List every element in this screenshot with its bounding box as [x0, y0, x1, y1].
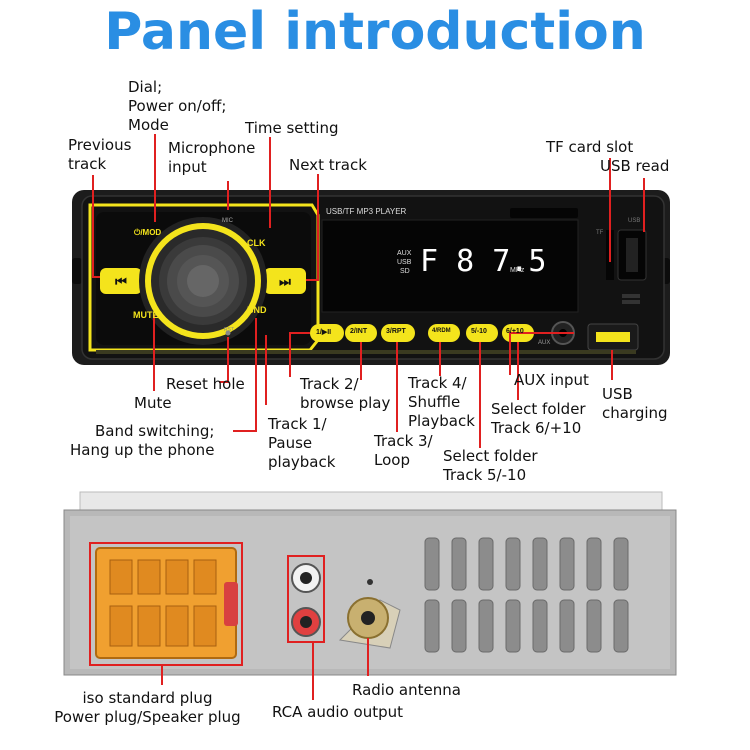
label-usb-charging-line1: USB: [602, 385, 633, 403]
label-folder5-line1: Select folder: [443, 447, 538, 465]
label-track2-line1: Track 2/: [300, 375, 359, 393]
prev-track-button[interactable]: [100, 268, 142, 294]
lcd-display: [321, 219, 579, 313]
bnd-label: BND: [247, 305, 267, 315]
front-leader-lines: [92, 134, 645, 448]
label-track1-line3: playback: [268, 453, 336, 471]
usb-charging-port: [596, 332, 630, 342]
label-folder5-line2: Track 5/-10: [443, 466, 527, 484]
label-track3: Track 3/ Loop: [374, 432, 433, 470]
mic-label: MIC: [222, 218, 233, 224]
label-next-track: Next track: [289, 156, 367, 174]
display-unit: MHz: [510, 267, 525, 274]
label-select-folder-5: Select folder Track 5/-10: [443, 447, 538, 485]
label-time-setting: Time setting: [245, 119, 339, 137]
usb-side-label: USB: [628, 218, 641, 224]
label-rca-output: RCA audio output: [272, 703, 403, 721]
display-source-aux: AUX: [397, 250, 412, 257]
label-track4-line2: Shuffle: [408, 393, 461, 411]
label-track1-line1: Track 1/: [268, 415, 327, 433]
display-frequency: F 8 7.5: [420, 244, 547, 279]
label-select-folder-6: Select folder Track 6/+10: [491, 400, 586, 438]
label-track1: Track 1/ Pause playback: [268, 415, 335, 472]
label-iso-line1: iso standard plug: [82, 689, 213, 707]
label-dial-line3: Mode: [128, 116, 169, 134]
label-microphone-input: Microphone input: [168, 139, 255, 177]
label-track3-line2: Loop: [374, 451, 410, 469]
label-dial: Dial; Power on/off; Mode: [128, 78, 226, 135]
label-folder6-line2: Track 6/+10: [491, 419, 582, 437]
label-track2: Track 2/ browse play: [300, 375, 390, 413]
player-title: USB/TF MP3 PLAYER: [326, 207, 407, 216]
rst-label: RST: [224, 327, 234, 333]
label-track4-line1: Track 4/: [408, 374, 467, 392]
label-track4-line3: Playback: [408, 412, 475, 430]
label-band-line1: Band switching;: [95, 422, 215, 440]
label-usb-charging-line2: charging: [602, 404, 668, 422]
aux-label: AUX: [538, 340, 551, 346]
label-track2-line2: browse play: [300, 394, 391, 412]
label-folder6-line1: Select folder: [491, 400, 586, 418]
display-source-sd: SD: [400, 268, 410, 275]
label-track3-line1: Track 3/: [374, 432, 433, 450]
label-tf-card-slot: TF card slot: [546, 138, 634, 156]
label-dial-line2: Power on/off;: [128, 97, 227, 115]
tf-side-label: TF: [596, 230, 604, 236]
preset-buttons: [310, 324, 534, 342]
label-radio-antenna: Radio antenna: [352, 681, 461, 699]
label-band-switching: Band switching; Hang up the phone: [70, 422, 215, 460]
label-iso-plug: iso standard plug Power plug/Speaker plu…: [40, 689, 255, 727]
back-leader-lines: [89, 542, 369, 700]
mod-label: ⏻/MOD: [134, 228, 162, 237]
clk-label: CLK: [247, 238, 266, 248]
button-5-label: 5/-10: [471, 328, 487, 335]
next-track-button[interactable]: [264, 268, 306, 294]
page-title: Panel introduction: [104, 2, 646, 62]
label-microphone-line2: input: [168, 158, 207, 176]
label-previous-track: Previous track: [68, 136, 131, 174]
label-iso-line2: Power plug/Speaker plug: [54, 708, 241, 726]
button-4-label: 4/RDM: [432, 328, 451, 334]
label-previous-track-line2: track: [68, 155, 107, 173]
display-source-usb: USB: [397, 259, 412, 266]
reset-hole[interactable]: [225, 330, 231, 336]
label-track4: Track 4/ Shuffle Playback: [408, 374, 475, 431]
button-6-label: 6/+10: [506, 328, 524, 335]
label-track1-line2: Pause: [268, 434, 313, 452]
svg-text:⏭: ⏭: [279, 275, 291, 290]
label-dial-line1: Dial;: [128, 78, 163, 96]
button-3-label: 3/RPT: [386, 328, 406, 335]
label-mute: Mute: [134, 394, 172, 412]
label-band-line2: Hang up the phone: [70, 441, 215, 459]
button-2-label: 2/INT: [350, 328, 368, 335]
label-usb-read: USB read: [600, 157, 670, 175]
label-usb-charging: USB charging: [602, 385, 668, 423]
mute-label: MUTE: [133, 310, 159, 320]
svg-text:⏮: ⏮: [115, 275, 127, 290]
back-panel-graphic: [63, 491, 677, 676]
label-previous-track-line1: Previous: [68, 136, 132, 154]
label-reset-hole: Reset hole: [166, 375, 245, 393]
label-aux-input: AUX input: [514, 371, 589, 389]
label-microphone-line1: Microphone: [168, 139, 256, 157]
button-1-label: 1/▶II: [316, 329, 332, 336]
